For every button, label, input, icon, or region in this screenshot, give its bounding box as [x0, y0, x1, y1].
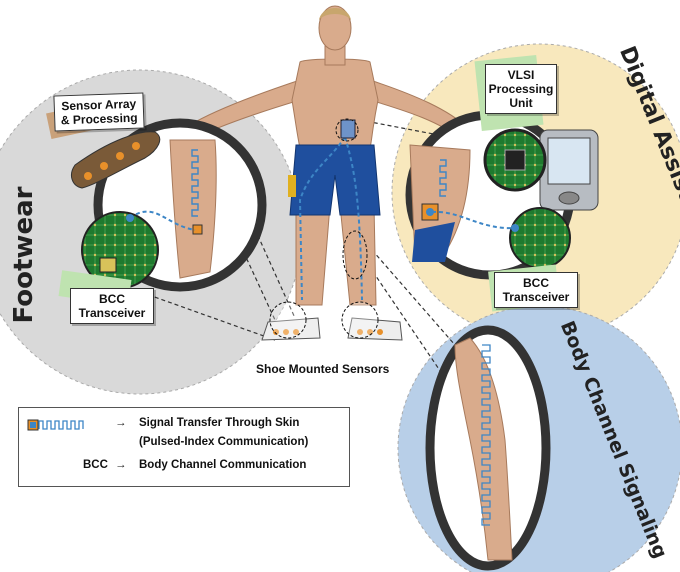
bcc-left-line1: BCC [99, 292, 125, 306]
human-figure [189, 5, 471, 341]
calf-focus [342, 230, 368, 280]
sensor-array-line2: & Processing [60, 110, 138, 128]
hip-focus [335, 118, 359, 142]
signaling-magnifier [425, 325, 551, 571]
sensor-array-label: Sensor Array & Processing [53, 92, 145, 132]
legend-signal-line2: (Pulsed-Index Communication) [139, 436, 309, 448]
legend-signal-line1: Signal Transfer Through Skin [139, 417, 300, 429]
shoe-mounted-sensors-caption: Shoe Mounted Sensors [256, 362, 390, 376]
legend-arrow-2: → [115, 459, 127, 471]
hip-device [340, 119, 356, 139]
left-signal-path [129, 210, 196, 231]
legend: → Signal Transfer Through Skin (Pulsed-I… [18, 407, 350, 487]
blue-shorts [289, 144, 381, 216]
signal-legend-icon [27, 419, 84, 431]
left-shoe-focus [269, 301, 307, 339]
bcc-right-line2: Transceiver [502, 290, 570, 304]
right-signal-path [431, 210, 516, 230]
bcc-right-line1: BCC [523, 276, 549, 290]
vlsi-line2: Processing [488, 82, 554, 96]
right-shoe-focus [341, 301, 379, 339]
bcc-transceiver-left-label: BCC Transceiver [70, 288, 154, 324]
bcc-transceiver-right-label: BCC Transceiver [494, 272, 578, 308]
legend-bcc-abbrev: BCC [83, 459, 108, 471]
legend-arrow-1: → [115, 417, 127, 429]
vlsi-line3: Unit [509, 96, 533, 110]
bcc-left-line2: Transceiver [78, 306, 146, 320]
sensor-strip [71, 131, 161, 189]
vlsi-label: VLSI Processing Unit [485, 64, 557, 114]
right-pcb [509, 207, 571, 269]
legend-bcc-meaning: Body Channel Communication [139, 459, 307, 471]
footwear-title: Footwear [9, 186, 39, 323]
vlsi-line1: VLSI [507, 68, 535, 82]
